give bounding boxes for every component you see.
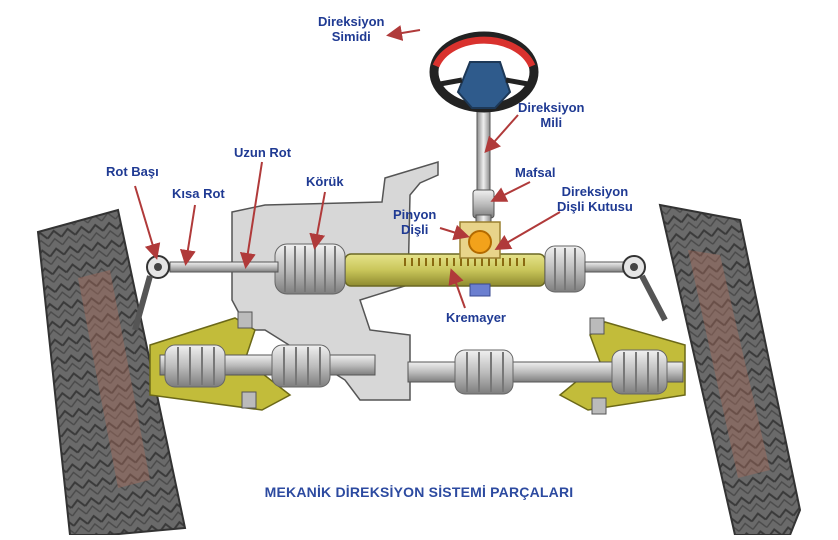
label-short-rod: Kısa Rot <box>172 186 225 201</box>
label-rack: Kremayer <box>446 310 506 325</box>
right-bellows <box>544 245 586 293</box>
label-steering-box-line2: Dişli Kutusu <box>557 199 633 214</box>
label-tie-rod-end: Rot Başı <box>106 164 159 179</box>
arrow-joint <box>490 181 531 202</box>
label-pinion-gear-line2: Dişli <box>400 222 429 237</box>
label-pinion-gear: Pinyon Dişli <box>393 207 436 237</box>
left-drive-shaft <box>159 344 376 388</box>
label-pinion-gear-line1: Pinyon <box>393 207 437 222</box>
label-joint: Mafsal <box>515 165 556 180</box>
label-steering-shaft-line1: Direksiyon <box>518 100 585 115</box>
label-steering-wheel-line1: Direksiyon <box>318 14 385 29</box>
label-steering-shaft-line2: Mili <box>540 115 563 130</box>
arrow-long-rod <box>239 161 263 269</box>
label-bellows: Körük <box>306 174 344 189</box>
left-bellows <box>274 243 346 295</box>
arrow-tie-rod-end <box>134 185 161 260</box>
arrow-pinion <box>439 224 470 241</box>
diagram-caption: MEKANİK DİREKSİYON SİSTEMİ PARÇALARI <box>264 484 574 500</box>
arrow-steering-wheel <box>386 25 421 41</box>
right-tire <box>658 203 802 536</box>
leader-arrows <box>134 25 561 309</box>
tie-rods <box>132 255 668 331</box>
steering-column <box>472 104 495 234</box>
arrow-bellows <box>309 191 326 250</box>
label-steering-wheel-line2: Simidi <box>331 29 371 44</box>
label-steering-box: Direksiyon Dişli Kutusu <box>557 184 633 214</box>
steering-wheel <box>429 31 539 113</box>
left-tire <box>36 208 187 536</box>
label-steering-wheel: Direksiyon Simidi <box>318 14 384 44</box>
label-long-rod: Uzun Rot <box>234 145 292 160</box>
arrow-steering-shaft <box>484 114 519 153</box>
right-drive-shaft <box>407 349 684 395</box>
arrow-short-rod <box>179 204 196 266</box>
label-steering-shaft: Direksiyon Mili <box>518 100 584 130</box>
arrow-steering-box <box>494 211 561 251</box>
arrow-rack <box>448 268 466 309</box>
label-steering-box-line1: Direksiyon <box>561 184 629 199</box>
